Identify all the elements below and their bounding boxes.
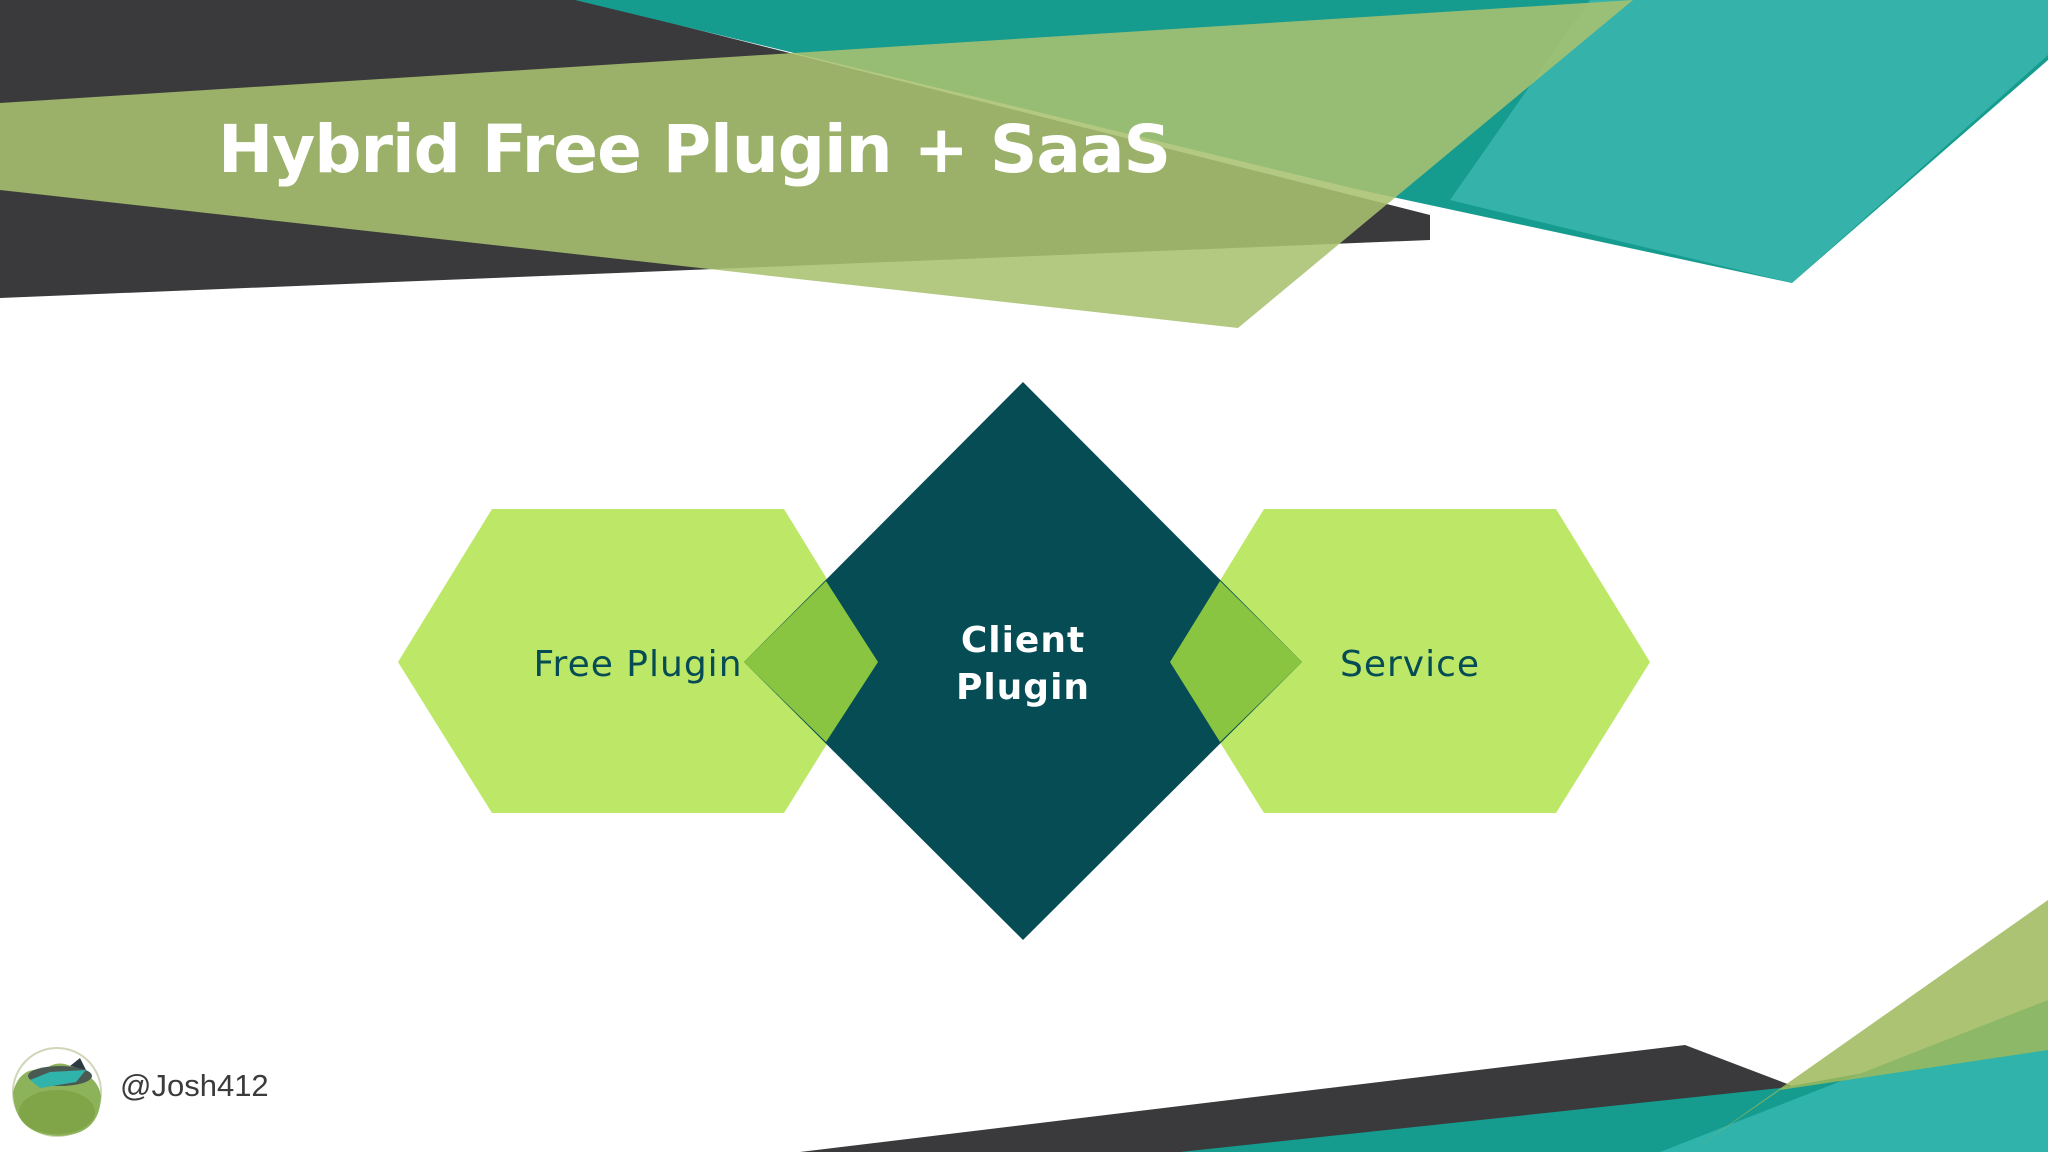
overlap-right bbox=[1170, 581, 1302, 742]
hexagon-service bbox=[1170, 509, 1650, 813]
avatar-icon bbox=[12, 1047, 102, 1137]
top-decoration bbox=[0, 0, 2048, 328]
top-teal-light-band bbox=[1450, 0, 2048, 283]
hexagon-free-plugin bbox=[398, 509, 878, 813]
slide-title: Hybrid Free Plugin + SaaS bbox=[218, 111, 1170, 188]
node-label-service: Service bbox=[1340, 644, 1480, 685]
author-handle: @Josh412 bbox=[120, 1068, 269, 1103]
node-label-client-line1: Client bbox=[961, 620, 1085, 661]
top-olive-band bbox=[0, 0, 1633, 328]
overlap-left bbox=[744, 581, 878, 742]
node-label-free-plugin: Free Plugin bbox=[533, 644, 742, 685]
node-label-client-line2: Plugin bbox=[956, 667, 1090, 708]
diagram: Free Plugin Client Plugin Service bbox=[398, 382, 1650, 940]
bottom-decoration bbox=[800, 900, 2048, 1152]
bottom-olive-band bbox=[1690, 900, 2048, 1152]
diamond-client-plugin bbox=[744, 382, 1302, 940]
